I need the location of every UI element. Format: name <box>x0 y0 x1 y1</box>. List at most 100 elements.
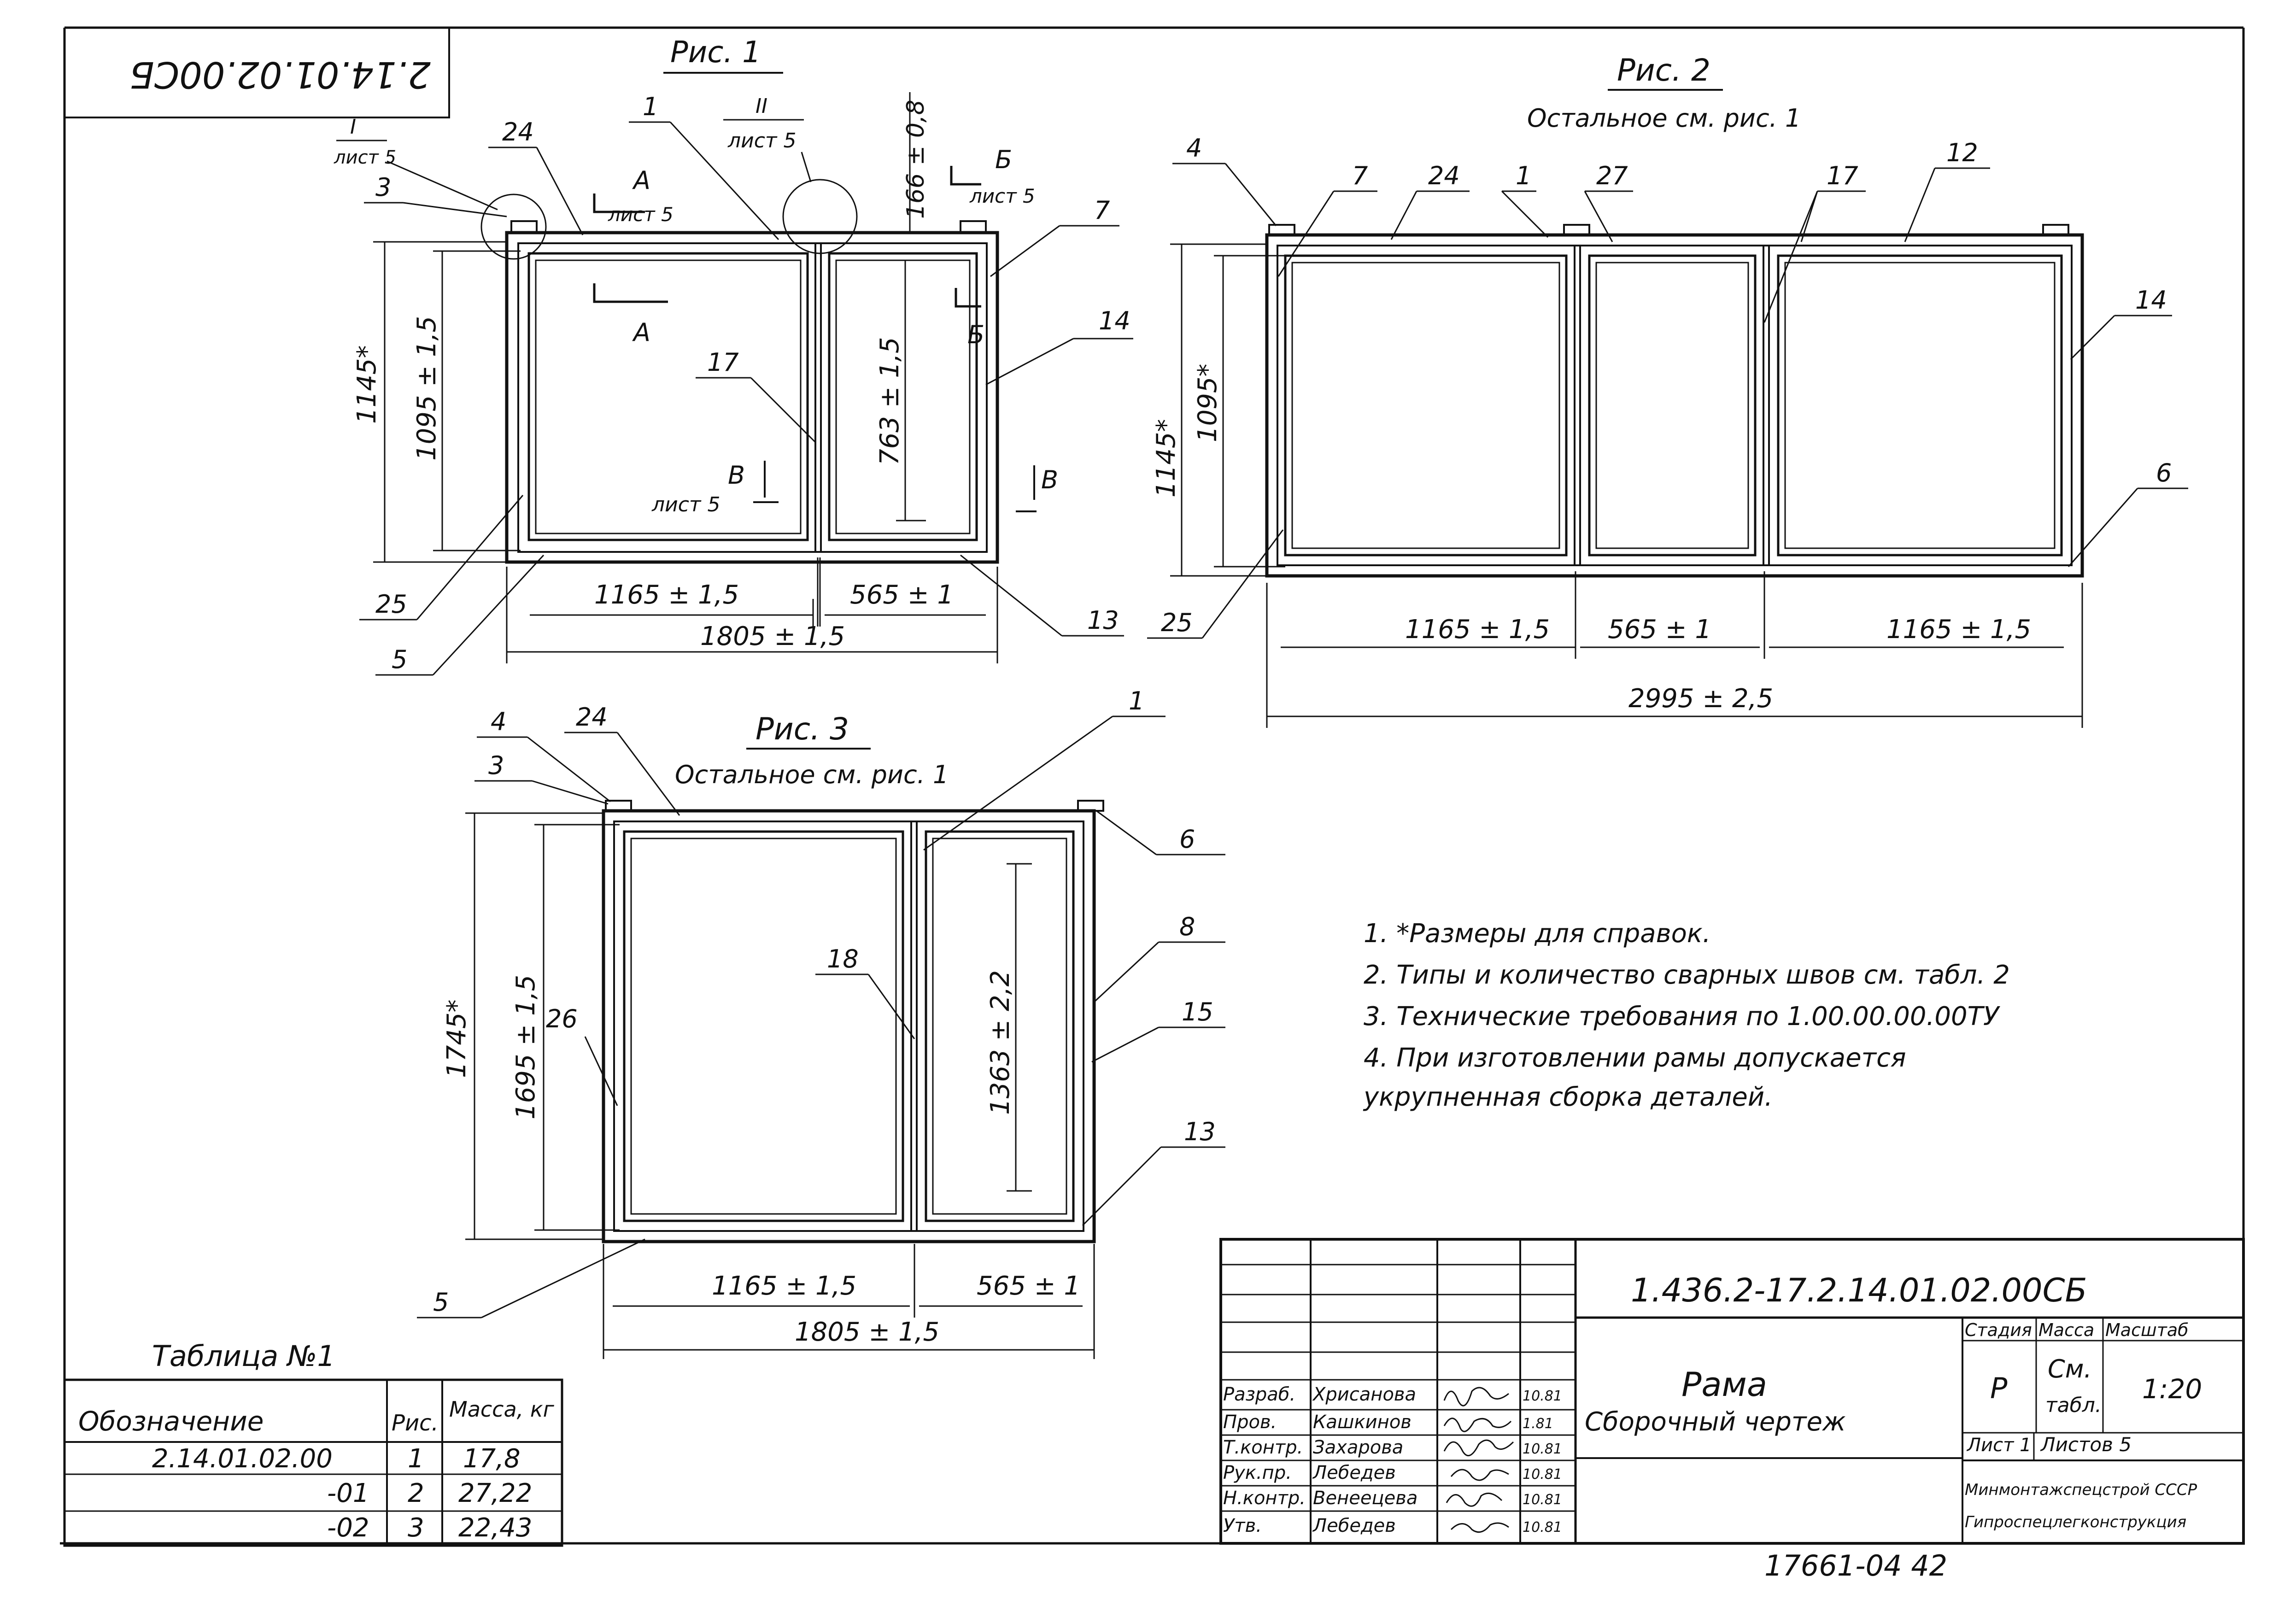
fig2-callout-14: 14 <box>2135 286 2167 315</box>
role-date: 10.81 <box>1523 1492 1562 1508</box>
sheet-count: Листов 5 <box>2040 1433 2132 1456</box>
role-date: 10.81 <box>1523 1519 1562 1536</box>
sheet-number: Лист 1 <box>1966 1435 2032 1456</box>
note-4-cont: укрупненная сборка деталей. <box>1363 1082 1773 1112</box>
fig3-callout-18: 18 <box>827 944 859 973</box>
fig3-callout-26: 26 <box>546 1004 578 1033</box>
role-date: 10.81 <box>1523 1466 1562 1483</box>
fig2-subtitle: Остальное см. рис. 1 <box>1527 104 1801 133</box>
fig2-callout-4: 4 <box>1186 134 1202 163</box>
fig2-dim-w2: 565 ± 1 <box>1608 615 1711 645</box>
scale-label: Масштаб <box>2105 1320 2189 1340</box>
role-name: Венеецева <box>1313 1488 1417 1509</box>
table-header-designation: Обозначение <box>78 1406 264 1437</box>
fig2-callout-1: 1 <box>1516 161 1531 190</box>
title-doc-type: Сборочный чертеж <box>1585 1407 1845 1437</box>
mass-value-2: табл. <box>2045 1394 2102 1417</box>
fig1-callout-5: 5 <box>392 645 407 674</box>
role-date: 1.81 <box>1523 1416 1553 1432</box>
fig3-callout-8: 8 <box>1179 912 1195 941</box>
role-name: Захарова <box>1313 1437 1403 1458</box>
fig1-callout-3: 3 <box>375 173 391 202</box>
table-cell: 1 <box>408 1444 424 1474</box>
fig1-sectA-bottom: А <box>632 318 650 347</box>
fig1-callout-25: 25 <box>375 590 407 619</box>
notes: 1. *Размеры для справок. 2. Типы и колич… <box>1363 919 2010 1112</box>
fig1-dim-w1: 1165 ± 1,5 <box>594 580 739 610</box>
role-name: Кашкинов <box>1313 1412 1412 1433</box>
fig2-callout-17: 17 <box>1827 161 1858 190</box>
table-header-fig: Рис. <box>392 1410 439 1436</box>
fig3-dim-w1: 1165 ± 1,5 <box>712 1271 856 1301</box>
fig1-callout-13: 13 <box>1087 606 1119 635</box>
mirrored-stamp: 2.14.01.02.00СБ <box>64 28 450 118</box>
stamp-mirrored-text: 2.14.01.02.00СБ <box>129 53 431 95</box>
fig1-sectB-sheet: лист 5 <box>969 185 1035 207</box>
role-label: Рук.пр. <box>1223 1462 1292 1483</box>
figure-3: Рис. 3 Остальное см. рис. 1 1745* 1695 ±… <box>417 686 1225 1359</box>
fig1-sectB-top: Б <box>995 145 1012 174</box>
role-name: Лебедев <box>1312 1515 1396 1536</box>
stage-label: Стадия <box>1965 1320 2032 1340</box>
table-1: Таблица №1 Обозначение Рис. Масса, кг 2.… <box>63 1339 563 1547</box>
table-cell: 3 <box>408 1513 424 1543</box>
fig3-dim-w2: 565 ± 1 <box>977 1271 1080 1301</box>
fig1-callout-14: 14 <box>1099 306 1130 335</box>
fig3-callout-15: 15 <box>1182 997 1213 1026</box>
fig3-dim-height-inner: 1695 ± 1,5 <box>511 975 541 1119</box>
table-cell: 2 <box>408 1478 424 1508</box>
fig1-callout-1: 1 <box>643 92 658 121</box>
fig2-dim-w3: 1165 ± 1,5 <box>1886 615 2031 645</box>
fig1-sectV-right: В <box>1041 465 1058 494</box>
table-cell: 2.14.01.02.00 <box>152 1444 333 1474</box>
fig1-callout-17: 17 <box>707 348 739 377</box>
fig2-title: Рис. 2 <box>1617 53 1710 88</box>
fig1-callout-7: 7 <box>1094 196 1110 225</box>
scale-value: 1:20 <box>2142 1373 2202 1405</box>
table-cell: 17,8 <box>463 1444 521 1474</box>
fig3-dim-height-right: 1363 ± 2,2 <box>985 970 1015 1115</box>
org-1: Минмонтажспецстрой СССР <box>1965 1481 2197 1499</box>
fig2-callout-27: 27 <box>1596 161 1628 190</box>
org-2: Гипроспецлегконструкция <box>1965 1513 2186 1531</box>
table-header-mass: Масса, кг <box>449 1397 555 1422</box>
fig2-callout-6: 6 <box>2156 458 2172 487</box>
fig2-dim-w1: 1165 ± 1,5 <box>1405 615 1550 645</box>
fig1-sectV-sheet: лист 5 <box>651 493 720 516</box>
fig2-callout-24: 24 <box>1428 161 1460 190</box>
title-name: Рама <box>1681 1365 1767 1404</box>
signatures <box>1443 1387 1514 1533</box>
note-3: 3. Технические требования по 1.00.00.00.… <box>1364 1002 2001 1032</box>
figure-1: Рис. 1 <box>334 35 1133 676</box>
fig3-callout-6: 6 <box>1179 825 1195 854</box>
fig2-callout-7: 7 <box>1352 161 1368 190</box>
fig3-title: Рис. 3 <box>756 711 849 747</box>
stage-value: Р <box>1990 1371 2008 1405</box>
fig1-sectB-bottom: Б <box>967 320 984 349</box>
table-title: Таблица №1 <box>152 1339 335 1373</box>
role-label: Утв. <box>1223 1515 1262 1536</box>
fig1-view-I: I <box>350 115 356 139</box>
fig2-callout-12: 12 <box>1946 138 1978 167</box>
note-1: 1. *Размеры для справок. <box>1364 919 1711 949</box>
fig3-callout-3: 3 <box>488 751 504 780</box>
fig3-dim-total: 1805 ± 1,5 <box>795 1317 939 1347</box>
fig1-dim-height-ref: 1145* <box>352 345 382 424</box>
fig2-dim-height-inner: 1095* <box>1193 363 1223 442</box>
fig3-callout-13: 13 <box>1184 1117 1216 1146</box>
fig3-callout-5: 5 <box>433 1288 449 1317</box>
table-cell: -01 <box>327 1478 369 1508</box>
fig1-dim-height-right: 763 ± 1,5 <box>875 337 905 465</box>
mass-label: Масса <box>2038 1320 2094 1340</box>
fig2-callout-25: 25 <box>1161 608 1193 637</box>
role-label: Т.контр. <box>1223 1437 1303 1458</box>
note-2: 2. Типы и количество сварных швов см. та… <box>1364 960 2010 990</box>
role-date: 10.81 <box>1523 1388 1562 1404</box>
fig2-dim-height-ref: 1145* <box>1151 419 1181 498</box>
note-4: 4. При изготовлении рамы допускается <box>1364 1043 1906 1073</box>
fig1-title: Рис. 1 <box>670 35 761 70</box>
fig1-dim-w2: 565 ± 1 <box>850 580 954 610</box>
fig3-dim-height-ref: 1745* <box>442 999 472 1078</box>
fig3-callout-4: 4 <box>491 707 506 736</box>
